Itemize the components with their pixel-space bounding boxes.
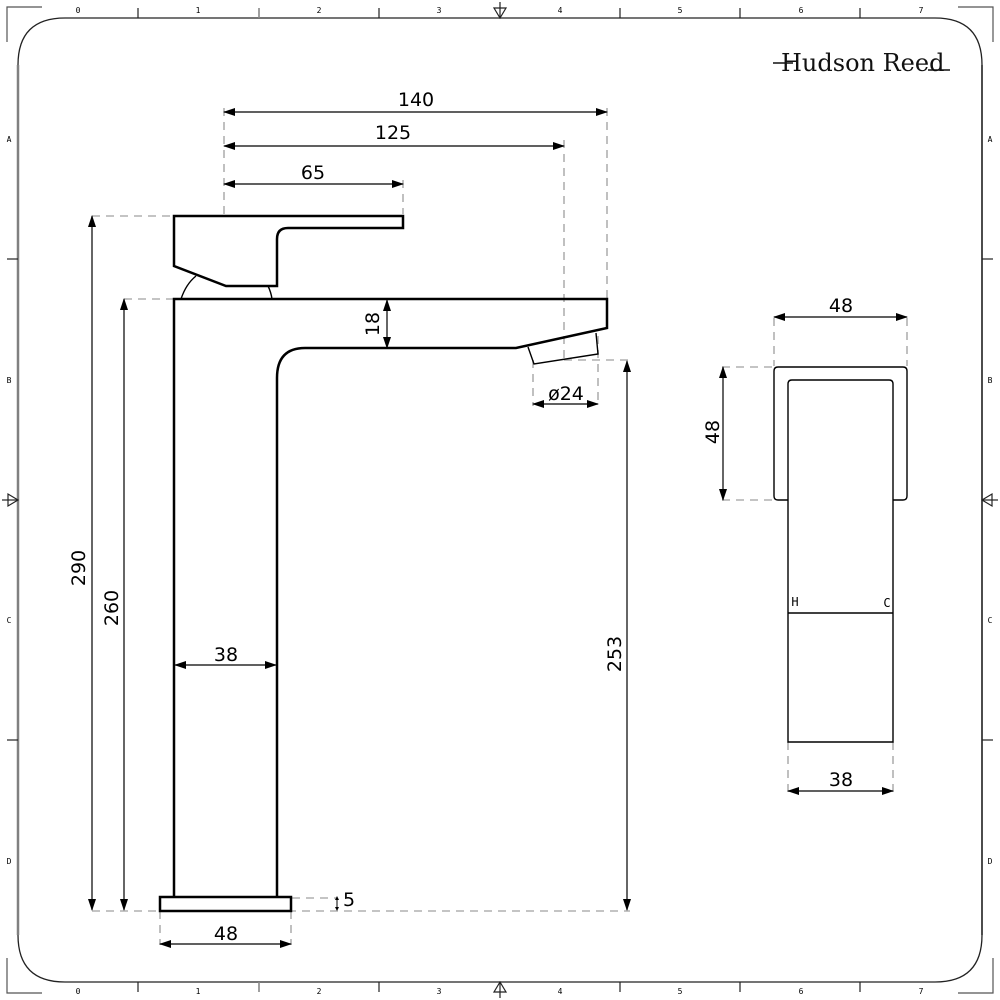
body-front-outline	[787, 379, 894, 743]
dim-total-height: 290	[68, 550, 90, 586]
ruler-label: 7	[919, 987, 924, 996]
ruler-label: D	[7, 857, 12, 866]
dim-spout-thickness: 18	[362, 312, 384, 336]
ruler-right-labels: A B C D	[988, 135, 993, 866]
ruler-left-labels: A B C D	[7, 135, 12, 866]
handle-arc-right	[267, 285, 273, 300]
brand-logo: Hudson Reed	[773, 49, 950, 77]
ruler-label: 7	[919, 6, 924, 15]
ruler-label: D	[988, 857, 993, 866]
corner-mark-bl	[6, 958, 42, 994]
handle-arc-left	[180, 275, 197, 300]
ruler-label: 2	[317, 987, 322, 996]
ruler-top-labels: 0 1 2 3 4 5 6 7	[76, 6, 924, 15]
ruler-label: C	[988, 616, 993, 625]
corner-mark-tl	[6, 6, 42, 42]
ruler-bottom-labels: 0 1 2 3 4 5 6 7	[76, 987, 924, 996]
ruler-label: 6	[799, 6, 804, 15]
ruler-label: 2	[317, 6, 322, 15]
ruler-label: 0	[76, 987, 81, 996]
ruler-label: 4	[558, 987, 563, 996]
dim-spout-clearance: 253	[604, 636, 626, 672]
handle-front-outline	[773, 366, 908, 501]
ruler-label: 3	[437, 987, 442, 996]
lever-handle	[172, 214, 405, 288]
corner-mark-tr	[958, 6, 994, 42]
dim-total-reach: 140	[398, 89, 434, 111]
tap-base	[158, 895, 293, 913]
front-extension-lines	[722, 318, 908, 792]
dim-base-width: 48	[214, 923, 238, 945]
ruler-label: A	[7, 135, 12, 144]
dim-body-width: 38	[214, 644, 238, 666]
ruler-label: 4	[558, 6, 563, 15]
hot-label: H	[791, 595, 798, 609]
ruler-label: B	[988, 376, 993, 385]
dim-handle-length: 65	[301, 162, 325, 184]
front-view: H C 48 48 38	[702, 295, 908, 795]
ruler-label: 1	[196, 987, 201, 996]
extension-lines	[92, 108, 630, 945]
ruler-label: A	[988, 135, 993, 144]
dim-front-body-width: 38	[829, 769, 853, 791]
ruler-label: 0	[76, 6, 81, 15]
corner-mark-br	[958, 958, 994, 994]
dim-front-handle-width: 48	[829, 295, 853, 317]
ruler-label: C	[7, 616, 12, 625]
side-view: 140 125 65 18 ø24 290 260 253 38 5 48	[68, 89, 631, 948]
ruler-label: B	[7, 376, 12, 385]
ruler-label: 3	[437, 6, 442, 15]
aerator	[527, 332, 599, 365]
ruler-label: 6	[799, 987, 804, 996]
rounded-border	[17, 17, 983, 983]
ruler-label: 5	[678, 987, 683, 996]
dim-body-height: 260	[101, 590, 123, 626]
dim-base-thickness: 5	[343, 889, 355, 911]
tap-body	[172, 297, 609, 897]
dim-spout-reach: 125	[375, 122, 411, 144]
ruler-label: 1	[196, 6, 201, 15]
brand-name: Hudson Reed	[781, 49, 944, 77]
dim-aerator-diameter: ø24	[548, 383, 584, 405]
ruler-label: 5	[678, 6, 683, 15]
dim-front-handle-height: 48	[702, 420, 724, 444]
cold-label: C	[883, 596, 890, 610]
